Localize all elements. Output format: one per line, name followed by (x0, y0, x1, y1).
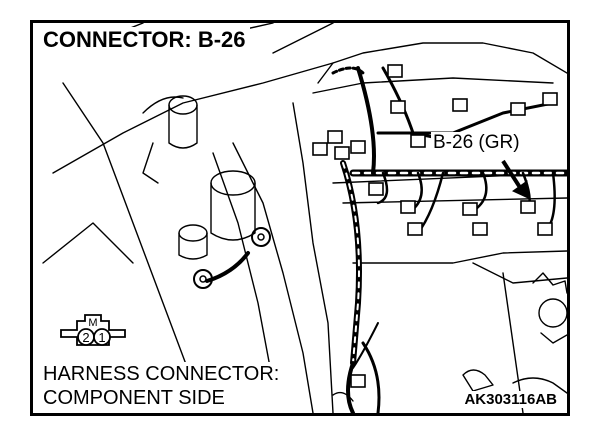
pin-key-letter: M (88, 317, 97, 329)
connector-callout: B-26 (GR) (431, 132, 522, 154)
pin-number-1: 1 (98, 330, 105, 345)
engine-bay-drawing: M 2 1 (42, 23, 567, 413)
harness-connector-label: HARNESS CONNECTOR: COMPONENT SIDE (43, 362, 284, 410)
figure-code: AK303116AB (462, 391, 559, 408)
harness-label-line1: HARNESS CONNECTOR: (43, 362, 284, 386)
pin-number-2: 2 (82, 330, 89, 345)
diagram-frame: M 2 1 CONNECTOR: B-26 B-26 (GR) HARNESS … (30, 20, 570, 416)
diagram-title: CONNECTOR: B-26 (39, 27, 250, 53)
harness-label-line2: COMPONENT SIDE (43, 386, 229, 410)
